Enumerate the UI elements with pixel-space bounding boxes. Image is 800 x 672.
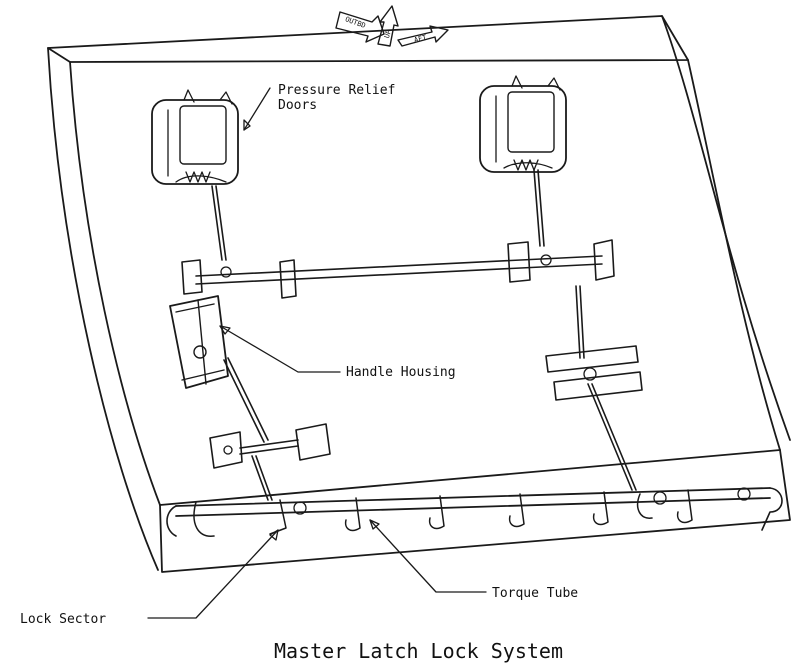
lock-sector-label: Lock Sector [20, 612, 106, 627]
aft-arrow-icon: AFT [397, 25, 449, 47]
up-arrow-label: UP [383, 29, 393, 40]
upper-cross-shaft [181, 239, 615, 299]
outbd-arrow-icon: OUTBD [335, 11, 385, 43]
torque-tube-label: Torque Tube [492, 586, 578, 601]
lower-links [223, 285, 637, 501]
outbd-arrow-label: OUTBD [344, 15, 367, 30]
diagram-caption: Master Latch Lock System [274, 639, 563, 663]
panel-outline [47, 15, 791, 573]
handle-housing [169, 295, 229, 389]
mid-bracket-left [209, 423, 331, 469]
channel-brackets-right [545, 345, 643, 401]
pressure-relief-door-right [479, 75, 567, 173]
up-arrow-icon: UP [377, 5, 399, 47]
torque-tube [166, 487, 783, 537]
handle-housing-label: Handle Housing [346, 365, 456, 380]
aft-arrow-label: AFT [413, 33, 428, 44]
pressure-relief-door-left [151, 89, 239, 185]
lock-sectors [193, 487, 751, 537]
pressure-relief-doors-label-line2: Doors [278, 98, 317, 113]
leader-lines [147, 87, 487, 619]
direction-arrows: OUTBD UP AFT [335, 5, 449, 47]
door-links [211, 169, 545, 261]
pressure-relief-doors-label-line1: Pressure Relief [278, 83, 395, 98]
